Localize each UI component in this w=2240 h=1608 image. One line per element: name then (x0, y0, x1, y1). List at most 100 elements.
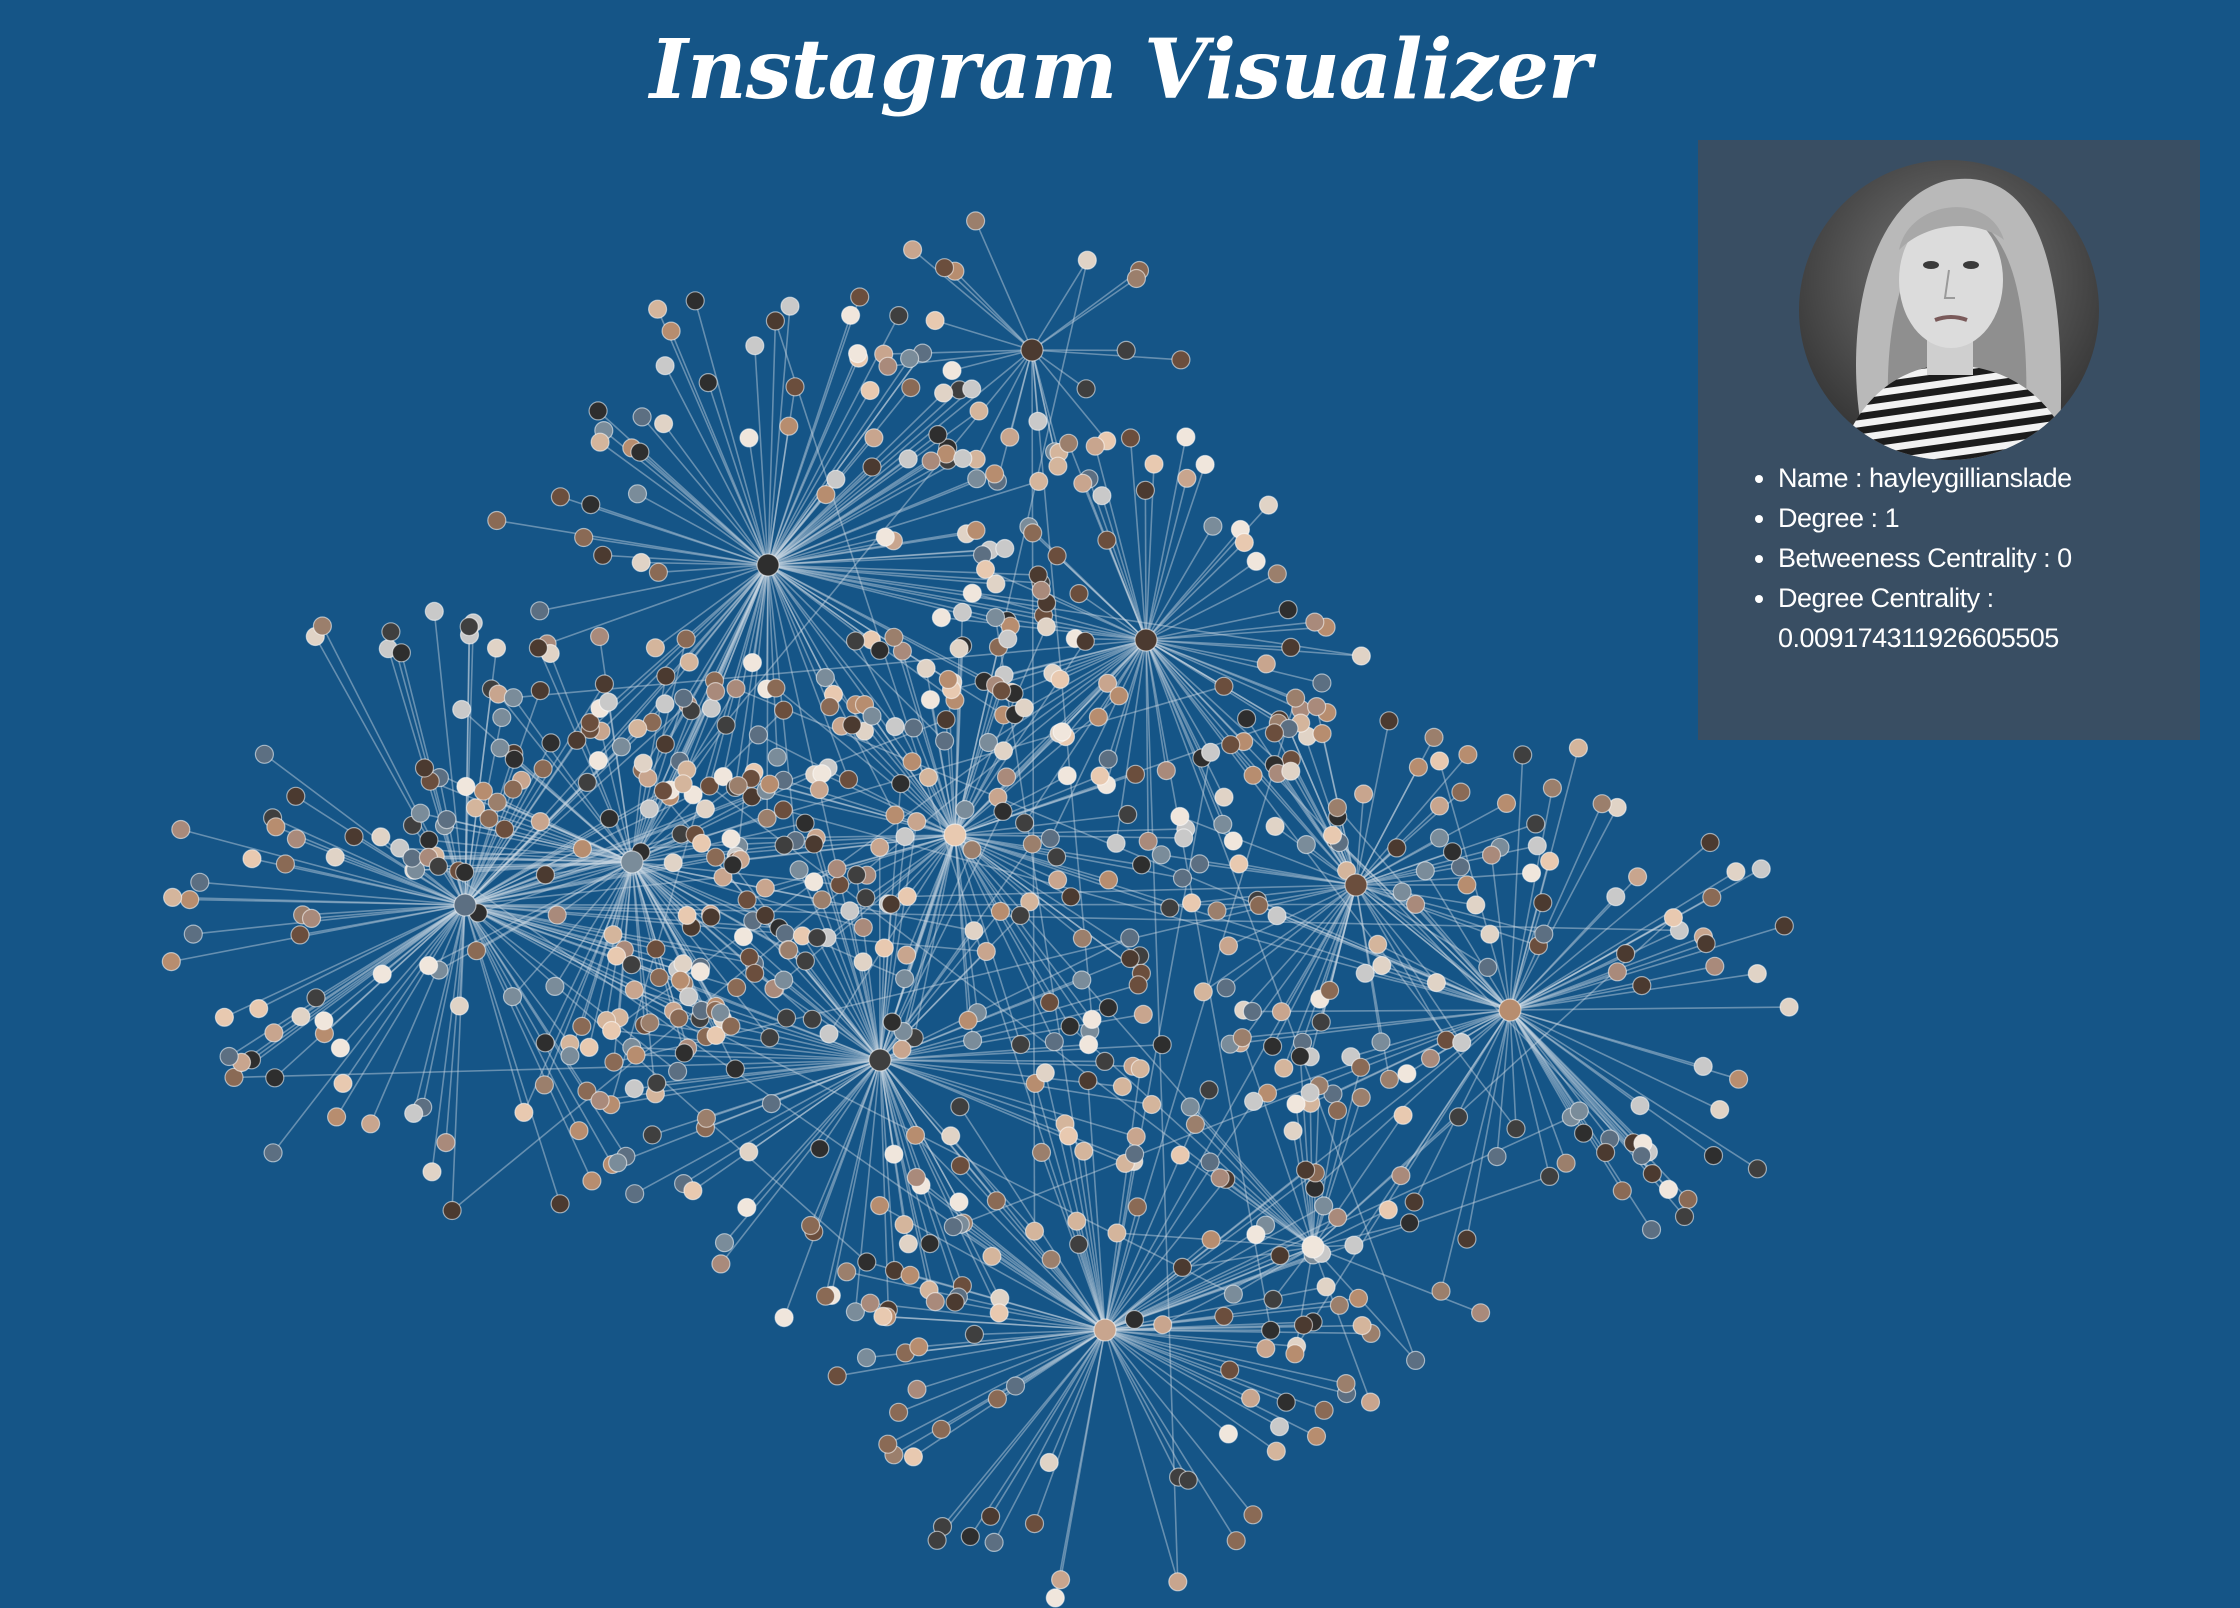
profile-photo-node[interactable] (306, 988, 326, 1008)
profile-photo-node[interactable] (1214, 787, 1234, 807)
profile-photo-node[interactable] (1539, 1166, 1560, 1187)
profile-photo-node[interactable] (550, 487, 571, 507)
profile-photo-node[interactable] (1322, 825, 1343, 845)
profile-photo-node[interactable] (611, 737, 632, 757)
profile-photo-node[interactable] (1118, 804, 1138, 825)
profile-photo-node[interactable] (868, 1048, 892, 1072)
profile-photo-node[interactable] (424, 601, 444, 622)
profile-photo-node[interactable] (678, 987, 699, 1007)
profile-photo-node[interactable] (1632, 1145, 1652, 1166)
profile-photo-node[interactable] (1044, 1032, 1064, 1052)
profile-photo-node[interactable] (1542, 778, 1563, 798)
profile-photo-node[interactable] (410, 803, 430, 823)
profile-photo-node[interactable] (773, 700, 794, 720)
profile-photo-node[interactable] (630, 442, 650, 462)
profile-photo-node[interactable] (1267, 564, 1287, 584)
profile-photo-node[interactable] (1327, 1207, 1348, 1228)
profile-photo-node[interactable] (1177, 468, 1197, 488)
profile-photo-node[interactable] (1112, 1076, 1133, 1097)
profile-photo-node[interactable] (760, 774, 780, 794)
profile-photo-node[interactable] (807, 927, 827, 948)
profile-photo-node[interactable] (874, 938, 894, 958)
profile-photo-node[interactable] (1020, 892, 1040, 912)
profile-photo-node[interactable] (894, 969, 915, 989)
profile-photo-node[interactable] (371, 827, 391, 847)
profile-photo-node[interactable] (907, 811, 927, 832)
profile-photo-node[interactable] (547, 905, 567, 925)
profile-photo-node[interactable] (1067, 1211, 1087, 1231)
profile-photo-node[interactable] (1031, 1142, 1052, 1163)
profile-photo-node[interactable] (1314, 1400, 1334, 1420)
profile-photo-node[interactable] (1229, 854, 1249, 874)
profile-photo-node[interactable] (870, 837, 890, 857)
profile-photo-node[interactable] (1379, 711, 1399, 731)
profile-photo-node[interactable] (745, 336, 765, 356)
profile-photo-node[interactable] (773, 800, 793, 820)
profile-photo-node[interactable] (864, 428, 884, 448)
profile-photo-node[interactable] (1107, 1223, 1127, 1243)
profile-photo-node[interactable] (163, 887, 183, 908)
profile-photo-node[interactable] (639, 799, 659, 819)
profile-photo-node[interactable] (925, 1291, 945, 1312)
profile-photo-node[interactable] (966, 520, 986, 541)
profile-photo-node[interactable] (862, 457, 882, 477)
profile-photo-node[interactable] (1069, 1234, 1089, 1254)
profile-photo-node[interactable] (649, 967, 669, 988)
profile-photo-node[interactable] (898, 1234, 919, 1254)
profile-photo-node[interactable] (774, 835, 794, 855)
profile-photo-node[interactable] (840, 305, 861, 325)
profile-photo-node[interactable] (625, 1184, 645, 1204)
profile-photo-node[interactable] (1232, 1028, 1252, 1048)
profile-photo-node[interactable] (1269, 1417, 1290, 1437)
profile-photo-node[interactable] (691, 833, 712, 853)
profile-photo-node[interactable] (1152, 1035, 1172, 1055)
profile-photo-node[interactable] (1627, 867, 1648, 887)
profile-photo-node[interactable] (1047, 870, 1068, 890)
profile-photo-node[interactable] (903, 718, 924, 738)
profile-photo-node[interactable] (1306, 696, 1327, 717)
profile-photo-node[interactable] (1097, 673, 1118, 693)
profile-photo-node[interactable] (882, 1012, 902, 1032)
profile-photo-node[interactable] (1214, 1306, 1234, 1326)
profile-photo-node[interactable] (502, 986, 523, 1007)
profile-photo-node[interactable] (1305, 612, 1325, 632)
profile-photo-node[interactable] (1526, 814, 1546, 834)
profile-photo-node[interactable] (815, 667, 835, 688)
profile-photo-node[interactable] (1050, 669, 1070, 689)
profile-photo-node[interactable] (941, 1126, 961, 1146)
profile-photo-node[interactable] (275, 854, 295, 874)
profile-photo-node[interactable] (391, 643, 411, 663)
profile-photo-node[interactable] (1391, 1165, 1411, 1186)
profile-photo-node[interactable] (1200, 742, 1221, 762)
profile-photo-node[interactable] (989, 1303, 1009, 1323)
profile-photo-node[interactable] (1344, 873, 1368, 897)
profile-photo-node[interactable] (845, 1302, 866, 1322)
profile-photo-node[interactable] (739, 1142, 759, 1162)
profile-photo-node[interactable] (927, 1530, 947, 1550)
profile-photo-node[interactable] (1703, 1145, 1724, 1166)
profile-photo-node[interactable] (819, 1024, 839, 1044)
profile-photo-node[interactable] (820, 697, 840, 717)
profile-photo-node[interactable] (1090, 766, 1110, 786)
profile-photo-node[interactable] (344, 826, 364, 847)
profile-photo-node[interactable] (1024, 1221, 1045, 1241)
profile-photo-node[interactable] (1220, 1360, 1240, 1380)
profile-photo-node[interactable] (1234, 532, 1254, 553)
profile-photo-node[interactable] (1050, 1570, 1071, 1590)
profile-photo-node[interactable] (646, 939, 666, 959)
profile-photo-node[interactable] (1283, 1121, 1303, 1141)
profile-photo-node[interactable] (1595, 1142, 1616, 1163)
profile-photo-node[interactable] (1061, 887, 1081, 907)
profile-photo-node[interactable] (1170, 1145, 1190, 1165)
profile-photo-node[interactable] (1264, 723, 1285, 743)
profile-photo-node[interactable] (459, 616, 479, 637)
profile-photo-node[interactable] (1218, 936, 1239, 956)
profile-photo-node[interactable] (1181, 893, 1202, 913)
profile-photo-node[interactable] (1005, 1376, 1026, 1396)
profile-photo-node[interactable] (1281, 761, 1301, 781)
profile-photo-node[interactable] (847, 344, 868, 364)
profile-photo-node[interactable] (1276, 1392, 1296, 1412)
profile-photo-node[interactable] (1046, 847, 1067, 867)
profile-photo-node[interactable] (975, 559, 996, 580)
profile-photo-node[interactable] (249, 998, 269, 1019)
